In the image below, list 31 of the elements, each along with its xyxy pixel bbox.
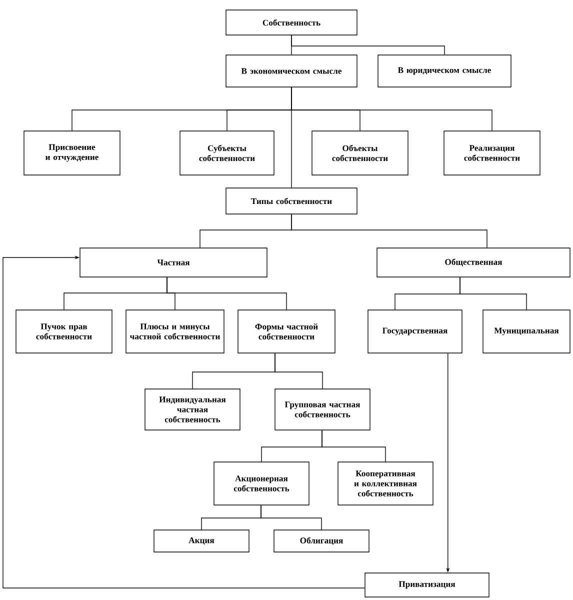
box: Собственность bbox=[226, 10, 358, 36]
box: Пучок прав собственности bbox=[16, 310, 112, 354]
box: Кооперативная и коллективная собственность bbox=[338, 462, 434, 506]
connector bbox=[274, 353, 323, 389]
box: Акционерная собственность bbox=[214, 462, 310, 506]
connector bbox=[166, 277, 287, 310]
box: Групповая частная собственность bbox=[274, 388, 370, 430]
box: Приватизация bbox=[364, 572, 490, 598]
box: Типы собственности bbox=[226, 188, 358, 214]
box: Муниципальная bbox=[482, 310, 570, 354]
box: Индивидуальная частная собственность bbox=[144, 388, 240, 430]
connector bbox=[291, 35, 445, 55]
connector bbox=[260, 505, 322, 530]
box: Субъекты собственности bbox=[180, 130, 274, 176]
box: Присвоение и отчуждение bbox=[24, 130, 120, 176]
box: Общественная bbox=[376, 248, 570, 278]
box: Облигация bbox=[274, 530, 370, 552]
box: Реализация собственности bbox=[444, 130, 540, 176]
box: Частная bbox=[80, 248, 268, 278]
box: В экономическом смысле bbox=[226, 54, 358, 88]
connector bbox=[291, 214, 488, 248]
box: В юридическом смысле bbox=[378, 54, 512, 88]
box: Формы частной собственности bbox=[238, 310, 336, 354]
box: Объекты собственности bbox=[312, 130, 408, 176]
connector bbox=[291, 87, 292, 188]
box: Акция bbox=[154, 530, 250, 552]
connector bbox=[460, 277, 527, 310]
connector bbox=[322, 430, 386, 462]
connector bbox=[2, 256, 365, 588]
box: Плюсы и минусы частной собственности bbox=[126, 310, 224, 354]
box: Государственная bbox=[368, 310, 462, 354]
